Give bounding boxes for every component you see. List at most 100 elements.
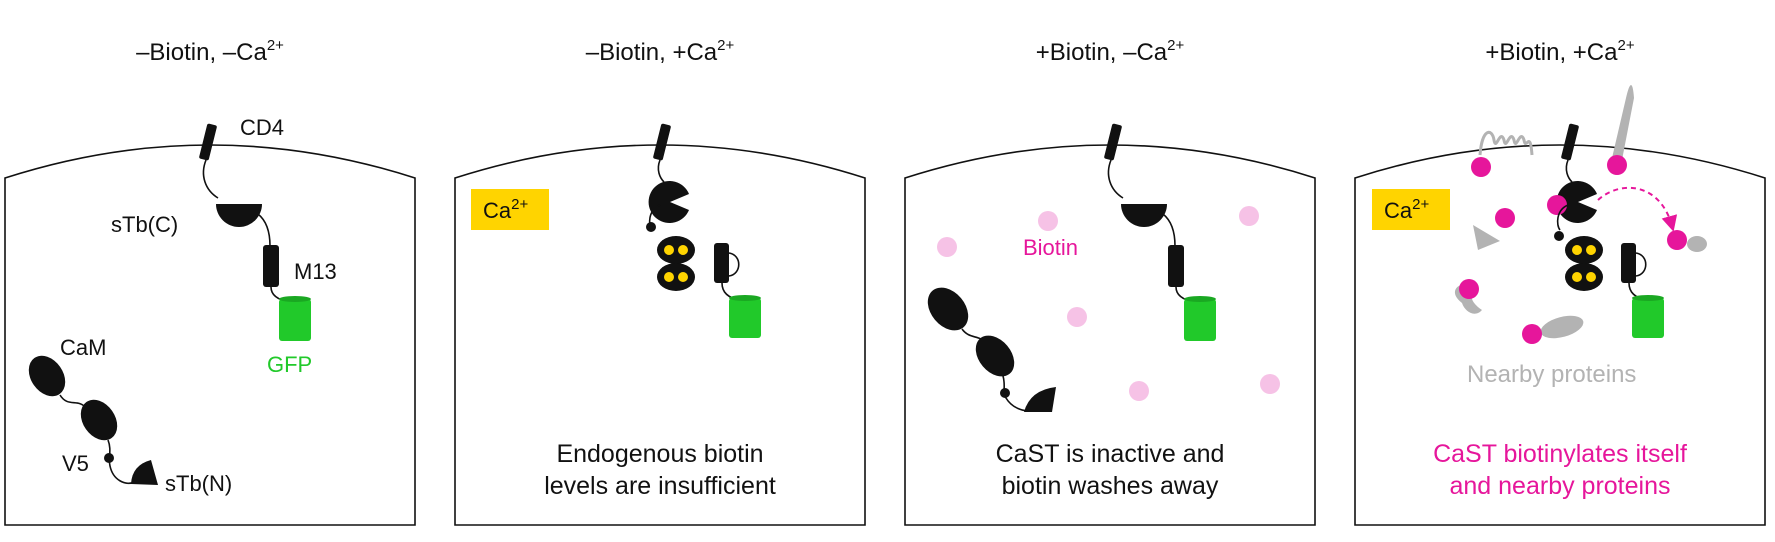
gfp-barrel — [1184, 299, 1216, 341]
panel-4: +Biotin, +Ca2+ Ca2+ — [1354, 37, 1766, 526]
gfp-barrel — [1632, 298, 1664, 338]
calcium-box — [1372, 189, 1450, 230]
biotin-dot — [1038, 211, 1058, 231]
cam-lobe-1 — [28, 355, 66, 397]
cam-linker — [59, 394, 87, 409]
panel-3-caption-line-2: biotin washes away — [1002, 472, 1219, 500]
biotin-dot — [1260, 374, 1280, 394]
cam-lobe-1 — [657, 236, 695, 264]
cd4-anchor — [653, 123, 671, 161]
cam-lobe-1 — [927, 287, 969, 331]
panel-2-caption-line-1: Endogenous biotin — [556, 440, 763, 468]
biotin-dot — [1522, 324, 1542, 344]
nearby-protein-oval — [1540, 315, 1584, 339]
panel-2-caption-line-2: levels are insufficient — [544, 472, 776, 500]
cam-label: CaM — [60, 335, 106, 360]
panel-4-title: +Biotin, +Ca2+ — [1485, 37, 1634, 66]
v5-tag — [104, 453, 114, 463]
calcium-dot — [678, 272, 688, 282]
panel-3-title: +Biotin, –Ca2+ — [1036, 37, 1185, 66]
v5-label: V5 — [62, 451, 89, 476]
cam-lobe-2 — [975, 335, 1015, 377]
panel-2-title: –Biotin, +Ca2+ — [586, 37, 735, 66]
v5-tag — [1000, 388, 1010, 398]
stbc-label: sTb(C) — [111, 212, 178, 237]
nearby-protein-small — [1687, 236, 1707, 252]
biotin-dot — [1129, 381, 1149, 401]
panel-4-caption-line-1: CaST biotinylates itself — [1433, 440, 1687, 468]
biotin-dot — [1459, 279, 1479, 299]
calcium-dot — [678, 245, 688, 255]
m13-block — [1168, 245, 1184, 287]
gfp-barrel — [279, 299, 311, 341]
cd4-anchor — [199, 123, 217, 161]
stbc-fragment — [1121, 204, 1167, 227]
panel-3: +Biotin, –Ca2+ Biotin CaST is inactive a… — [904, 37, 1316, 526]
stbn-label: sTb(N) — [165, 471, 232, 496]
cd4-linker — [202, 159, 219, 199]
cd4-label: CD4 — [240, 115, 284, 140]
calcium-dot — [664, 272, 674, 282]
cd4-linker — [1565, 159, 1573, 183]
cam-lobe-2 — [657, 263, 695, 291]
biotin-dot — [1607, 155, 1627, 175]
m13-block — [263, 245, 279, 287]
reconstituted-stb — [1556, 180, 1597, 223]
biotin-dot — [1239, 206, 1259, 226]
biotin-dot-on-cast — [1547, 195, 1567, 215]
cam-m13-linker — [1556, 204, 1569, 231]
reconstituted-stb — [648, 180, 689, 223]
cam-lobe-2 — [80, 399, 118, 441]
biotin-dot — [1471, 157, 1491, 177]
calcium-box-label: Ca2+ — [1384, 196, 1429, 223]
stbc-fragment — [216, 204, 262, 227]
panel-4-caption-line-2: and nearby proteins — [1450, 472, 1671, 500]
calcium-box-label: Ca2+ — [483, 196, 528, 223]
stbc-linker — [257, 213, 271, 247]
calcium-dot — [1586, 245, 1596, 255]
m13-loop — [728, 252, 740, 277]
calcium-dot — [1572, 272, 1582, 282]
stbc-linker — [1162, 213, 1176, 247]
cd4-anchor — [1104, 123, 1122, 161]
gfp-barrel — [729, 298, 761, 338]
m13-label: M13 — [294, 259, 337, 284]
calcium-box — [471, 189, 549, 230]
cd4-linker — [1107, 159, 1124, 199]
panel-1-title: –Biotin, –Ca2+ — [136, 37, 284, 66]
calcium-dot — [1586, 272, 1596, 282]
stbn-fragment — [131, 460, 158, 485]
panel-1-cell — [4, 144, 416, 526]
calcium-dot — [664, 245, 674, 255]
m13-block — [1621, 243, 1636, 283]
v5-linker — [107, 439, 136, 484]
gfp-label: GFP — [267, 352, 312, 377]
panel-2: –Biotin, +Ca2+ Ca2+ Endogenous biotin le… — [454, 37, 866, 526]
biotinylation-arrow — [1597, 186, 1678, 232]
calcium-dot — [1572, 245, 1582, 255]
biotin-dot — [1067, 307, 1087, 327]
cd4-linker — [657, 159, 665, 183]
v5-linker — [1002, 375, 1031, 412]
biotin-dot — [1495, 208, 1515, 228]
panel-1: –Biotin, –Ca2+ CD4 sTb(C) M13 GFP CaM V5… — [4, 37, 416, 526]
panel-3-caption-line-1: CaST is inactive and — [996, 440, 1225, 468]
biotin-dot-attached — [1667, 230, 1687, 250]
biotin-label: Biotin — [1023, 235, 1078, 260]
stbn-fragment — [1024, 387, 1056, 412]
nearby-proteins-label: Nearby proteins — [1467, 361, 1636, 388]
nearby-protein-stalk — [1612, 85, 1634, 160]
panel-2-cell — [454, 144, 866, 526]
biotin-dot — [937, 237, 957, 257]
cd4-anchor — [1561, 123, 1579, 161]
nearby-protein-triangle — [1473, 225, 1500, 250]
v5-tag — [1554, 231, 1564, 241]
m13-block — [714, 243, 729, 283]
v5-tag — [646, 222, 656, 232]
cam-lobe-2 — [1565, 263, 1603, 291]
m13-loop — [1635, 252, 1647, 277]
panel-3-cell — [904, 144, 1316, 526]
nearby-protein-transmembrane — [1478, 130, 1534, 156]
cam-lobe-1 — [1565, 236, 1603, 264]
